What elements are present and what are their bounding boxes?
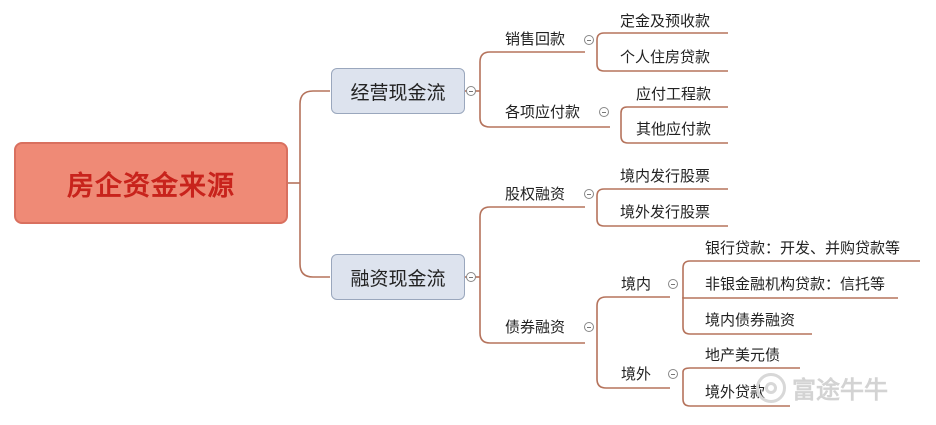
domestic-node[interactable]: 境内 bbox=[621, 275, 652, 293]
collapse-payables-icon[interactable] bbox=[599, 107, 609, 117]
collapse-domestic-icon[interactable] bbox=[668, 279, 678, 289]
leaf-usd-bond[interactable]: 地产美元债 bbox=[705, 346, 781, 364]
collapse-debt-icon[interactable] bbox=[584, 322, 594, 332]
collapse-financing-icon[interactable] bbox=[466, 272, 476, 282]
collapse-equity-icon[interactable] bbox=[584, 189, 594, 199]
watermark: 富途牛牛 bbox=[756, 370, 888, 405]
overseas-node[interactable]: 境外 bbox=[621, 365, 652, 383]
leaf-deposit[interactable]: 定金及预收款 bbox=[620, 12, 711, 30]
collapse-sales-icon[interactable] bbox=[584, 35, 594, 45]
leaf-other-payable[interactable]: 其他应付款 bbox=[636, 120, 712, 138]
equity-node[interactable]: 股权融资 bbox=[505, 185, 566, 203]
futu-logo-icon bbox=[756, 372, 786, 403]
leaf-bank-loan[interactable]: 银行贷款：开发、并购贷款等 bbox=[705, 239, 901, 257]
financing-cashflow-node[interactable]: 融资现金流 bbox=[331, 254, 465, 300]
leaf-construction-payable[interactable]: 应付工程款 bbox=[636, 85, 712, 103]
leaf-mortgage[interactable]: 个人住房贷款 bbox=[620, 48, 711, 66]
root-label: 房企资金来源 bbox=[67, 170, 235, 202]
debt-node[interactable]: 债券融资 bbox=[505, 318, 566, 336]
collapse-operating-icon[interactable] bbox=[466, 86, 476, 96]
watermark-text: 富途牛牛 bbox=[792, 376, 888, 404]
leaf-domestic-bond[interactable]: 境内债券融资 bbox=[705, 311, 796, 329]
sales-node[interactable]: 销售回款 bbox=[505, 30, 566, 48]
operating-cashflow-node[interactable]: 经营现金流 bbox=[331, 68, 465, 114]
leaf-overseas-stock[interactable]: 境外发行股票 bbox=[620, 203, 711, 221]
leaf-nonbank-loan[interactable]: 非银金融机构贷款：信托等 bbox=[705, 275, 886, 293]
leaf-overseas-loan[interactable]: 境外贷款 bbox=[705, 383, 766, 401]
payables-node[interactable]: 各项应付款 bbox=[505, 103, 581, 121]
leaf-domestic-stock[interactable]: 境内发行股票 bbox=[620, 167, 711, 185]
root-node[interactable]: 房企资金来源 bbox=[14, 142, 288, 224]
financing-cashflow-label: 融资现金流 bbox=[350, 267, 446, 290]
collapse-overseas-icon[interactable] bbox=[668, 369, 678, 379]
operating-cashflow-label: 经营现金流 bbox=[350, 81, 446, 104]
